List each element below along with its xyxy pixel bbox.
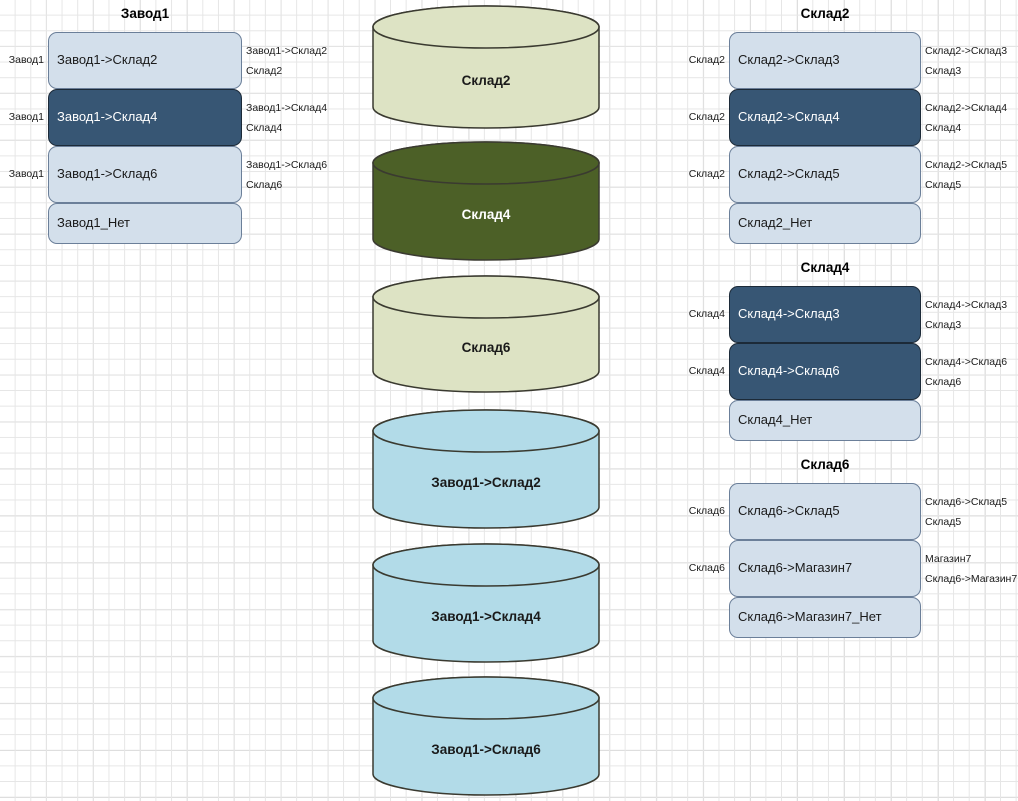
node-label: Склад6->Магазин7_Нет (738, 609, 882, 625)
row-source-label: Склад4 (688, 307, 725, 320)
row-target-label-line: Склад4->Склад6 (925, 355, 1008, 368)
row-target-label-line: Склад6 (925, 375, 962, 388)
node-row[interactable]: Завод1->Склад4 (48, 89, 242, 146)
group-title-sklad6: Склад6 (800, 457, 850, 472)
row-source-label: Склад2 (688, 53, 725, 66)
cylinder-cyl-sklad6[interactable]: Склад6 (372, 275, 600, 393)
row-source-label: Склад6 (688, 561, 725, 574)
cylinder-shape (372, 676, 600, 796)
node-label: Склад2->Склад5 (738, 166, 840, 182)
group-title-sklad2: Склад2 (800, 6, 850, 21)
row-target-label-line: Склад6 (246, 178, 283, 191)
node-label: Завод1->Склад2 (57, 52, 158, 68)
node-row[interactable]: Склад2->Склад4 (729, 89, 921, 146)
node-label: Завод1_Нет (57, 215, 130, 231)
cylinder-cyl-zavod1-sklad2[interactable]: Завод1->Склад2 (372, 409, 600, 529)
row-source-label: Завод1 (8, 167, 44, 180)
group-title-sklad4: Склад4 (800, 260, 850, 275)
row-source-label: Склад2 (688, 167, 725, 180)
node-label: Склад2->Склад3 (738, 52, 840, 68)
node-row[interactable]: Склад4->Склад3 (729, 286, 921, 343)
row-target-label-line: Склад3 (925, 64, 962, 77)
group-title-zavod1: Завод1 (120, 6, 170, 21)
row-target-label-line: Склад6->Склад5 (925, 495, 1008, 508)
row-target-label-line: Склад2->Склад5 (925, 158, 1008, 171)
cylinder-shape (372, 409, 600, 529)
cylinder-shape (372, 5, 600, 129)
row-target-label-line: Склад4->Склад3 (925, 298, 1008, 311)
cylinder-cyl-zavod1-sklad6[interactable]: Завод1->Склад6 (372, 676, 600, 796)
node-label: Склад6->Склад5 (738, 503, 840, 519)
row-target-label-line: Склад2->Склад4 (925, 101, 1008, 114)
node-label: Склад4->Склад6 (738, 363, 840, 379)
row-target-label-line: Магазин7 (925, 552, 972, 565)
node-row[interactable]: Склад6->Магазин7_Нет (729, 597, 921, 638)
row-target-label-line: Склад5 (925, 178, 962, 191)
cylinder-shape (372, 275, 600, 393)
node-row[interactable]: Склад6->Склад5 (729, 483, 921, 540)
row-target-label-line: Склад2->Склад3 (925, 44, 1008, 57)
row-target-label-line: Склад6->Магазин7 (925, 572, 1018, 585)
row-target-label-line: Завод1->Склад4 (246, 101, 328, 114)
cylinder-shape (372, 141, 600, 261)
node-row[interactable]: Склад2_Нет (729, 203, 921, 244)
node-row[interactable]: Склад2->Склад5 (729, 146, 921, 203)
node-row[interactable]: Завод1->Склад6 (48, 146, 242, 203)
node-label: Завод1->Склад4 (57, 109, 158, 125)
row-target-label-line: Склад4 (925, 121, 962, 134)
row-source-label: Склад6 (688, 504, 725, 517)
row-target-label-line: Склад4 (246, 121, 283, 134)
row-target-label-line: Склад2 (246, 64, 283, 77)
node-label: Склад2_Нет (738, 215, 813, 231)
cylinder-cyl-sklad2[interactable]: Склад2 (372, 5, 600, 129)
node-label: Склад6->Магазин7 (738, 560, 853, 576)
node-row[interactable]: Склад4_Нет (729, 400, 921, 441)
node-row[interactable]: Склад2->Склад3 (729, 32, 921, 89)
node-row[interactable]: Склад6->Магазин7 (729, 540, 921, 597)
row-source-label: Завод1 (8, 110, 44, 123)
node-label: Склад2->Склад4 (738, 109, 840, 125)
node-label: Завод1->Склад6 (57, 166, 158, 182)
cylinder-shape (372, 543, 600, 663)
row-target-label-line: Склад5 (925, 515, 962, 528)
node-row[interactable]: Завод1->Склад2 (48, 32, 242, 89)
node-row[interactable]: Склад4->Склад6 (729, 343, 921, 400)
row-target-label-line: Завод1->Склад6 (246, 158, 328, 171)
node-row[interactable]: Завод1_Нет (48, 203, 242, 244)
row-source-label: Склад4 (688, 364, 725, 377)
node-label: Склад4_Нет (738, 412, 813, 428)
cylinder-cyl-sklad4[interactable]: Склад4 (372, 141, 600, 261)
row-source-label: Склад2 (688, 110, 725, 123)
row-target-label-line: Завод1->Склад2 (246, 44, 328, 57)
node-label: Склад4->Склад3 (738, 306, 840, 322)
cylinder-cyl-zavod1-sklad4[interactable]: Завод1->Склад4 (372, 543, 600, 663)
row-source-label: Завод1 (8, 53, 44, 66)
row-target-label-line: Склад3 (925, 318, 962, 331)
